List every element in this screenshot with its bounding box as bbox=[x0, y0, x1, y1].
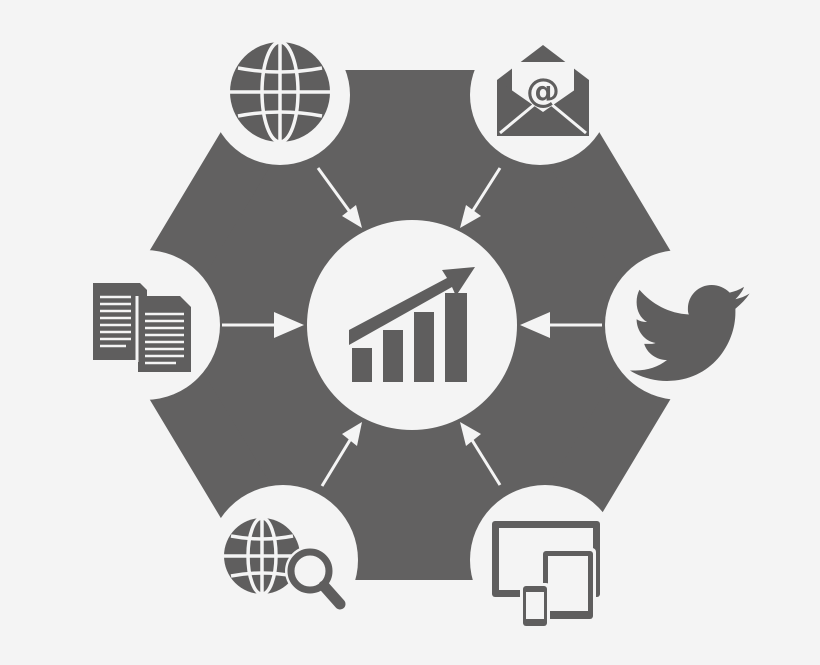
devices-icon bbox=[492, 521, 600, 629]
web-search-icon bbox=[224, 516, 346, 610]
twitter-bird-icon bbox=[629, 285, 750, 381]
arrow-from-devices bbox=[460, 422, 502, 486]
globe-icon bbox=[230, 40, 330, 144]
arrow-from-email bbox=[460, 167, 502, 228]
arrow-from-web bbox=[316, 167, 362, 228]
arrow-from-social bbox=[520, 312, 602, 338]
center-node-circle bbox=[307, 220, 517, 430]
documents-icon bbox=[93, 283, 191, 372]
arrows bbox=[222, 167, 602, 487]
email-at-symbol: @ bbox=[526, 71, 560, 111]
arrow-from-documents bbox=[222, 312, 304, 338]
email-envelope-icon: @ bbox=[497, 45, 589, 136]
growth-chart-icon bbox=[349, 267, 475, 382]
arrow-from-search bbox=[320, 422, 362, 487]
